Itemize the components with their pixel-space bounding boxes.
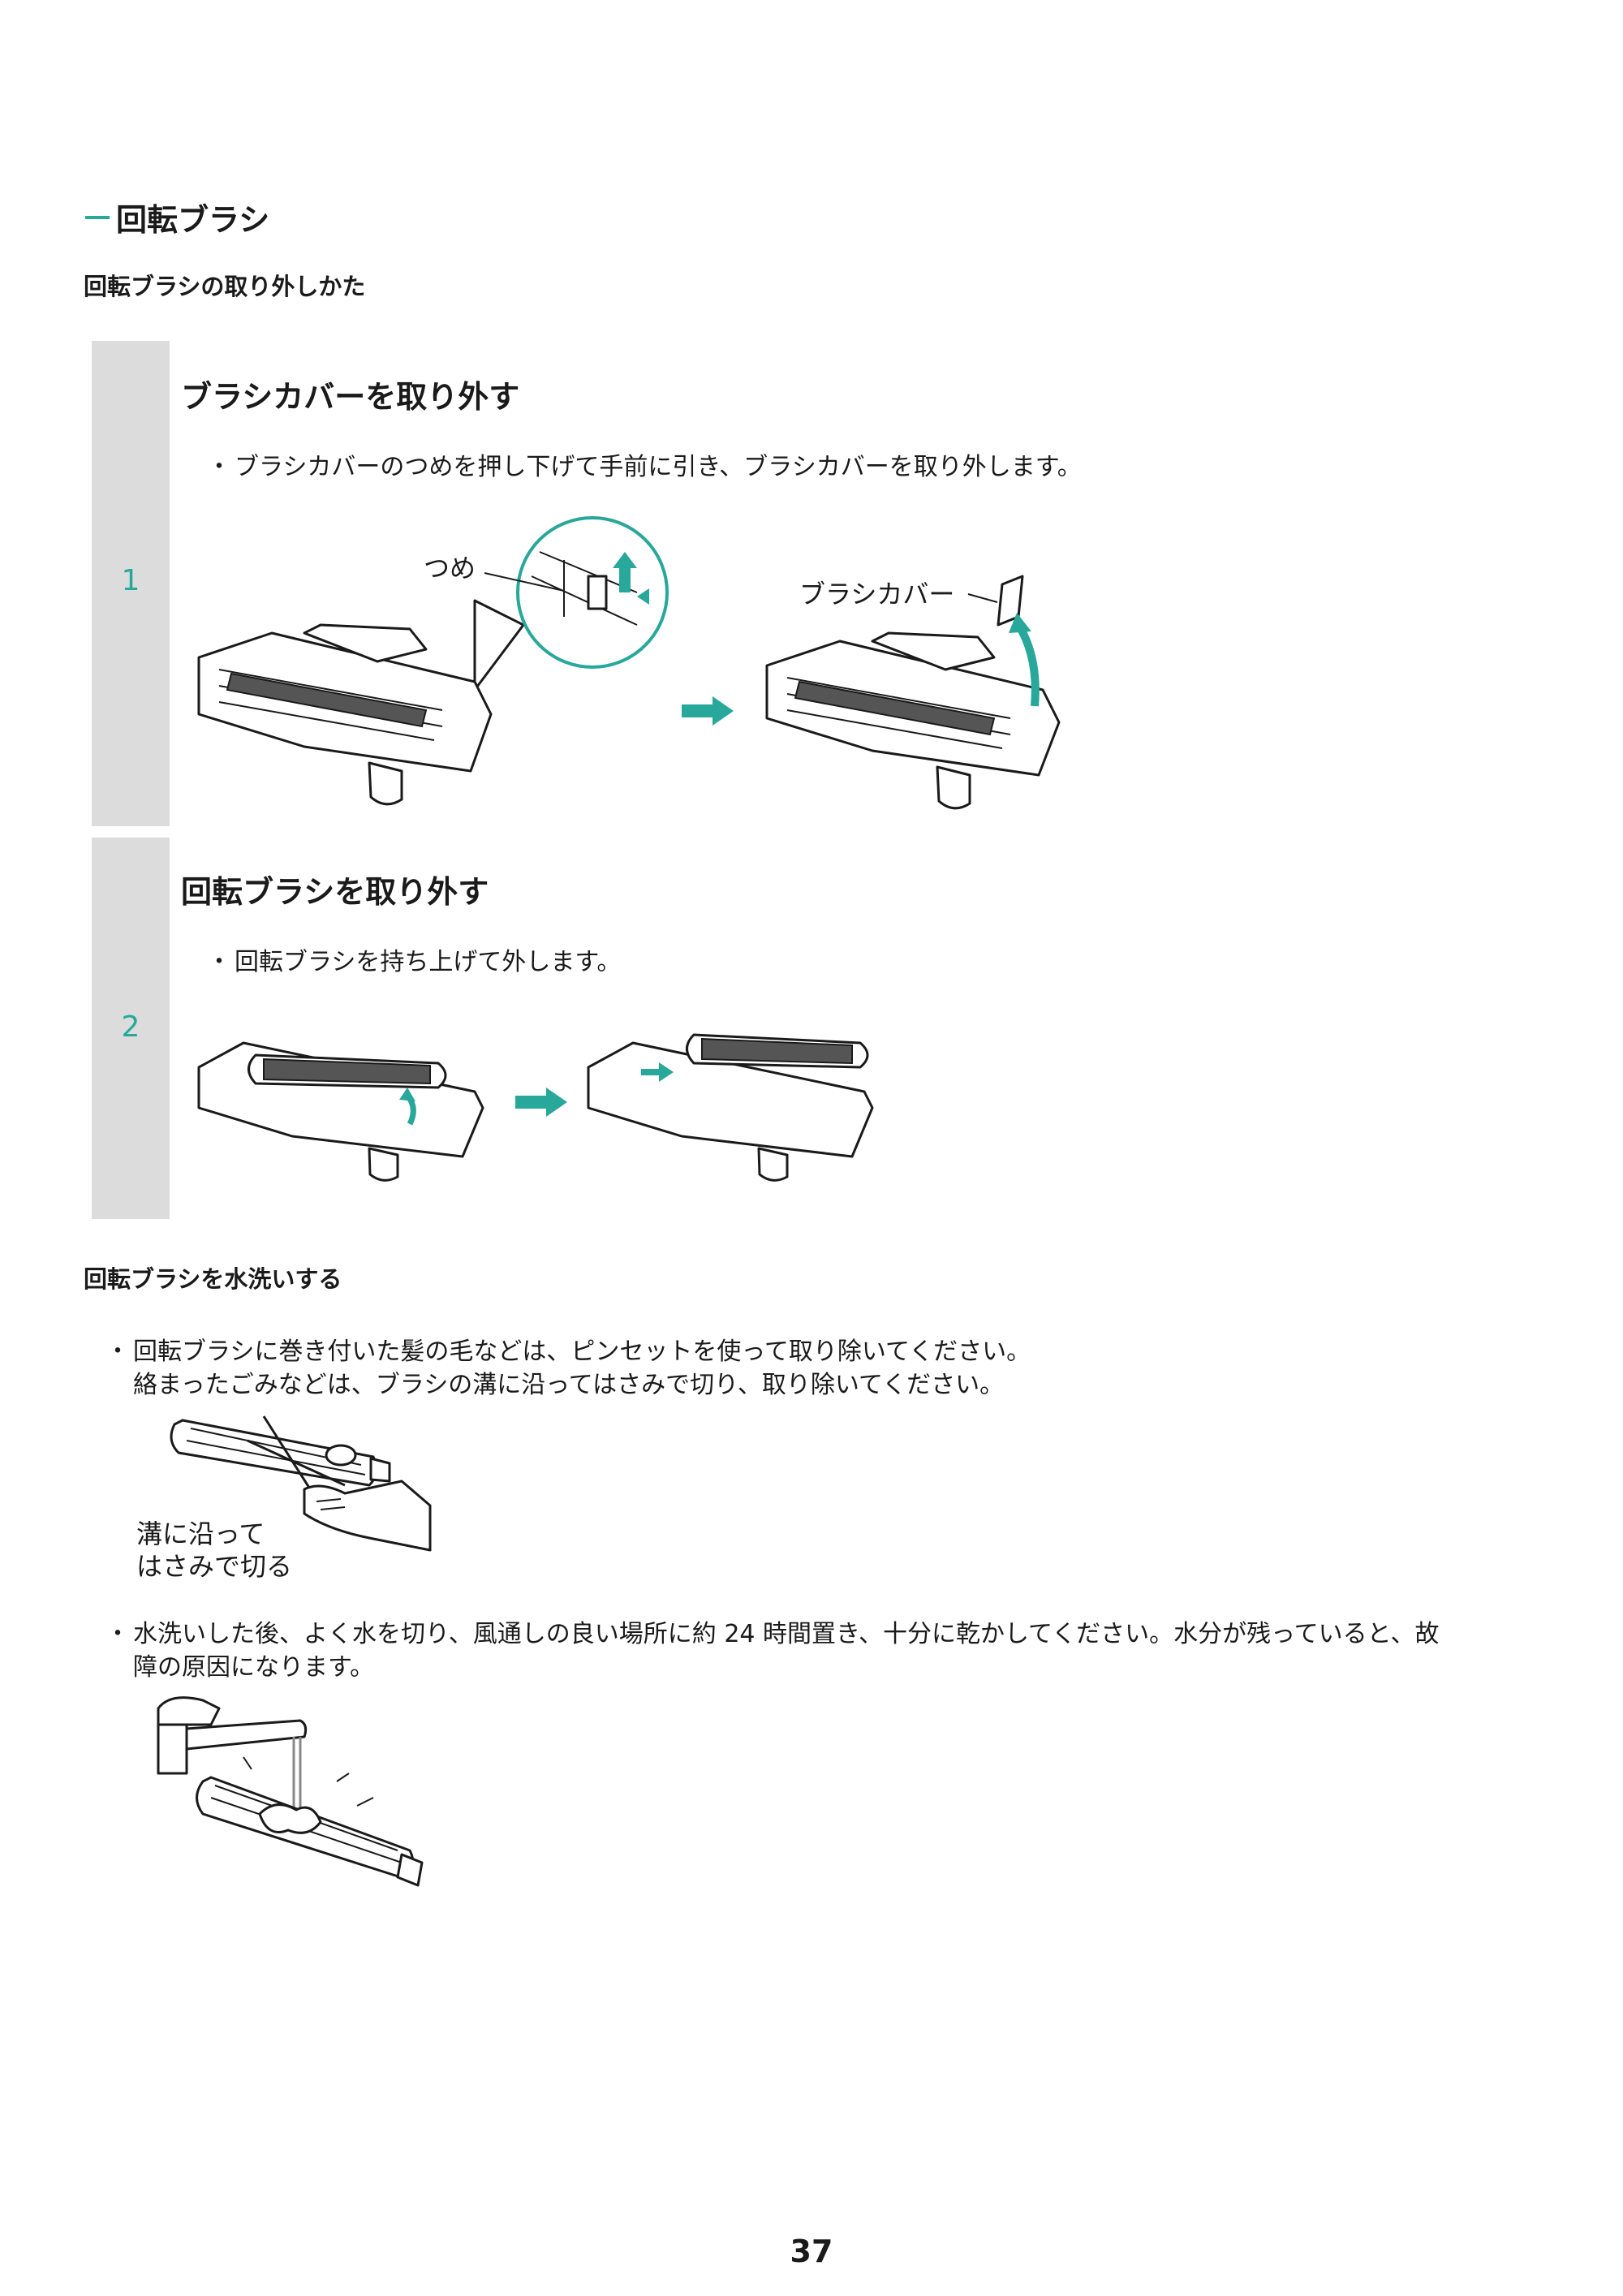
step-1-illustration-left: [197, 516, 669, 806]
washing-bullet-1: ・回転ブラシに巻き付いた髪の毛などは、ピンセットを使って取り除いてください。 絡…: [105, 1335, 1031, 1402]
step-1-bullet: ・ブラシカバーのつめを押し下げて手前に引き、ブラシカバーを取り外します。: [207, 450, 1082, 484]
bullet-dot-icon: ・: [105, 1620, 130, 1648]
section-title: 回転ブラシ: [85, 195, 269, 239]
page-number: 37: [790, 2234, 833, 2269]
arrow-right-icon: [682, 696, 734, 726]
brush-cover-label: ブラシカバー: [799, 579, 955, 610]
step-1-bar: [92, 341, 170, 826]
step-1-title: ブラシカバーを取り外す: [181, 379, 520, 415]
arrow-right-icon: [515, 1088, 567, 1117]
claw-label: つめ: [424, 553, 476, 584]
washing-bullet-2: ・水洗いした後、よく水を切り、風通しの良い場所に約 24 時間置き、十分に乾かし…: [105, 1618, 1439, 1684]
step-1-number: 1: [121, 564, 140, 597]
removal-heading: 回転ブラシの取り外しかた: [84, 273, 366, 300]
step-2-title: 回転ブラシを取り外す: [181, 874, 489, 910]
washing-heading: 回転ブラシを水洗いする: [84, 1265, 342, 1293]
arrow-right-icon: [641, 1062, 674, 1082]
scissors-illustration: [170, 1415, 432, 1552]
title-dash-icon: [85, 215, 110, 219]
step-2-number: 2: [121, 1010, 140, 1044]
bullet-dot-icon: ・: [105, 1338, 130, 1366]
step-2-bullet: ・回転ブラシを持ち上げて外します。: [207, 946, 621, 979]
arrow-up-icon: [613, 552, 637, 592]
step-1-illustration-right: [765, 575, 1061, 810]
bullet-dot-icon: ・: [207, 948, 231, 976]
step-2-bar: [92, 838, 170, 1219]
faucet-illustration: [157, 1696, 424, 1887]
bullet-dot-icon: ・: [207, 453, 231, 481]
scissor-note: 溝に沿って はさみで切る: [136, 1518, 293, 1582]
step-2-illustration-right: [587, 1033, 874, 1182]
step-2-illustration-left: [197, 1041, 484, 1182]
